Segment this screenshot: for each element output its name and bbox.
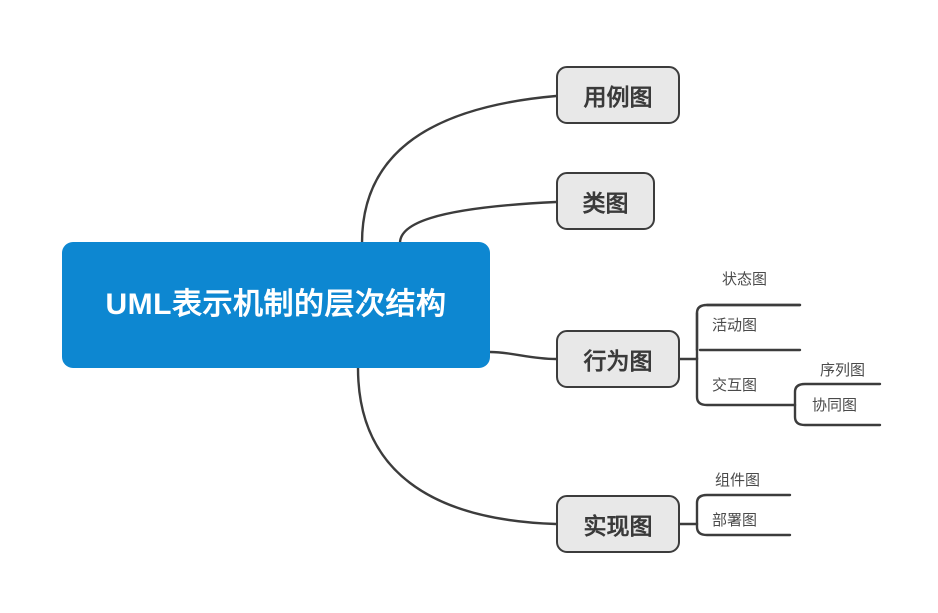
edge-root-to-impl — [356, 366, 558, 526]
root-node[interactable]: UML表示机制的层次结构 — [62, 242, 490, 368]
leaf-label-state[interactable]: 状态图 — [722, 271, 768, 288]
branch-node-usecase[interactable]: 用例图 — [556, 66, 680, 124]
leaf-label-interaction[interactable]: 交互图 — [712, 377, 758, 394]
leaf-label-collaboration[interactable]: 协同图 — [812, 397, 858, 414]
edge-root-to-behavior — [488, 350, 558, 361]
edge-root-to-class — [398, 200, 558, 245]
edge-root-to-usecase — [360, 94, 558, 245]
leaf-label-component[interactable]: 组件图 — [715, 472, 761, 489]
leaf-label-sequence[interactable]: 序列图 — [820, 362, 866, 379]
leaf-label-deployment[interactable]: 部署图 — [712, 512, 758, 529]
branch-node-implementation[interactable]: 实现图 — [556, 495, 680, 553]
branch-node-behavior[interactable]: 行为图 — [556, 330, 680, 388]
leaf-label-activity[interactable]: 活动图 — [712, 317, 758, 334]
branch-node-class[interactable]: 类图 — [556, 172, 655, 230]
